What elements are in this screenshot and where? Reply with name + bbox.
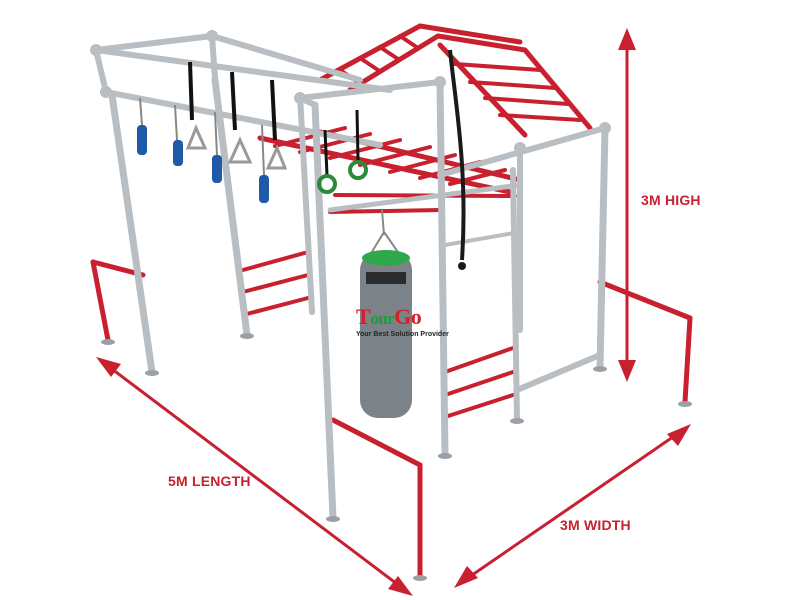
brand-tagline: Your Best Solution Provider xyxy=(356,331,449,338)
gym-ring xyxy=(348,160,368,180)
climbing-rope xyxy=(448,49,466,261)
red-frame xyxy=(90,23,693,578)
height-label: 3M HIGH xyxy=(641,192,701,208)
blue-grip xyxy=(173,140,183,166)
height-arrow-head-top xyxy=(618,28,636,50)
blue-grip xyxy=(137,125,147,155)
width-arrow-head-left xyxy=(454,566,478,588)
punch-bag xyxy=(360,252,412,418)
height-arrow-head-bottom xyxy=(618,360,636,382)
dimension-arrows xyxy=(96,28,691,596)
brand-name-part: Go xyxy=(394,304,422,329)
length-arrow-head-right xyxy=(388,576,413,596)
width-label: 3M WIDTH xyxy=(560,517,631,533)
length-label: 5M LENGTH xyxy=(168,473,251,489)
width-arrow-head-right xyxy=(667,424,691,446)
brand-name-part: T xyxy=(356,304,371,329)
brand-name: TourGo xyxy=(356,306,466,330)
blue-grip xyxy=(212,155,222,183)
width-arrow xyxy=(461,428,684,584)
gym-ring xyxy=(317,174,337,194)
length-arrow-head-left xyxy=(96,357,121,377)
length-arrow xyxy=(103,361,406,592)
blue-grip xyxy=(259,175,269,203)
brand-logo: TourGo Your Best Solution Provider xyxy=(356,306,466,339)
hanging-accessories xyxy=(137,49,466,418)
brand-name-part: our xyxy=(370,309,395,328)
steel-frame xyxy=(90,30,692,581)
